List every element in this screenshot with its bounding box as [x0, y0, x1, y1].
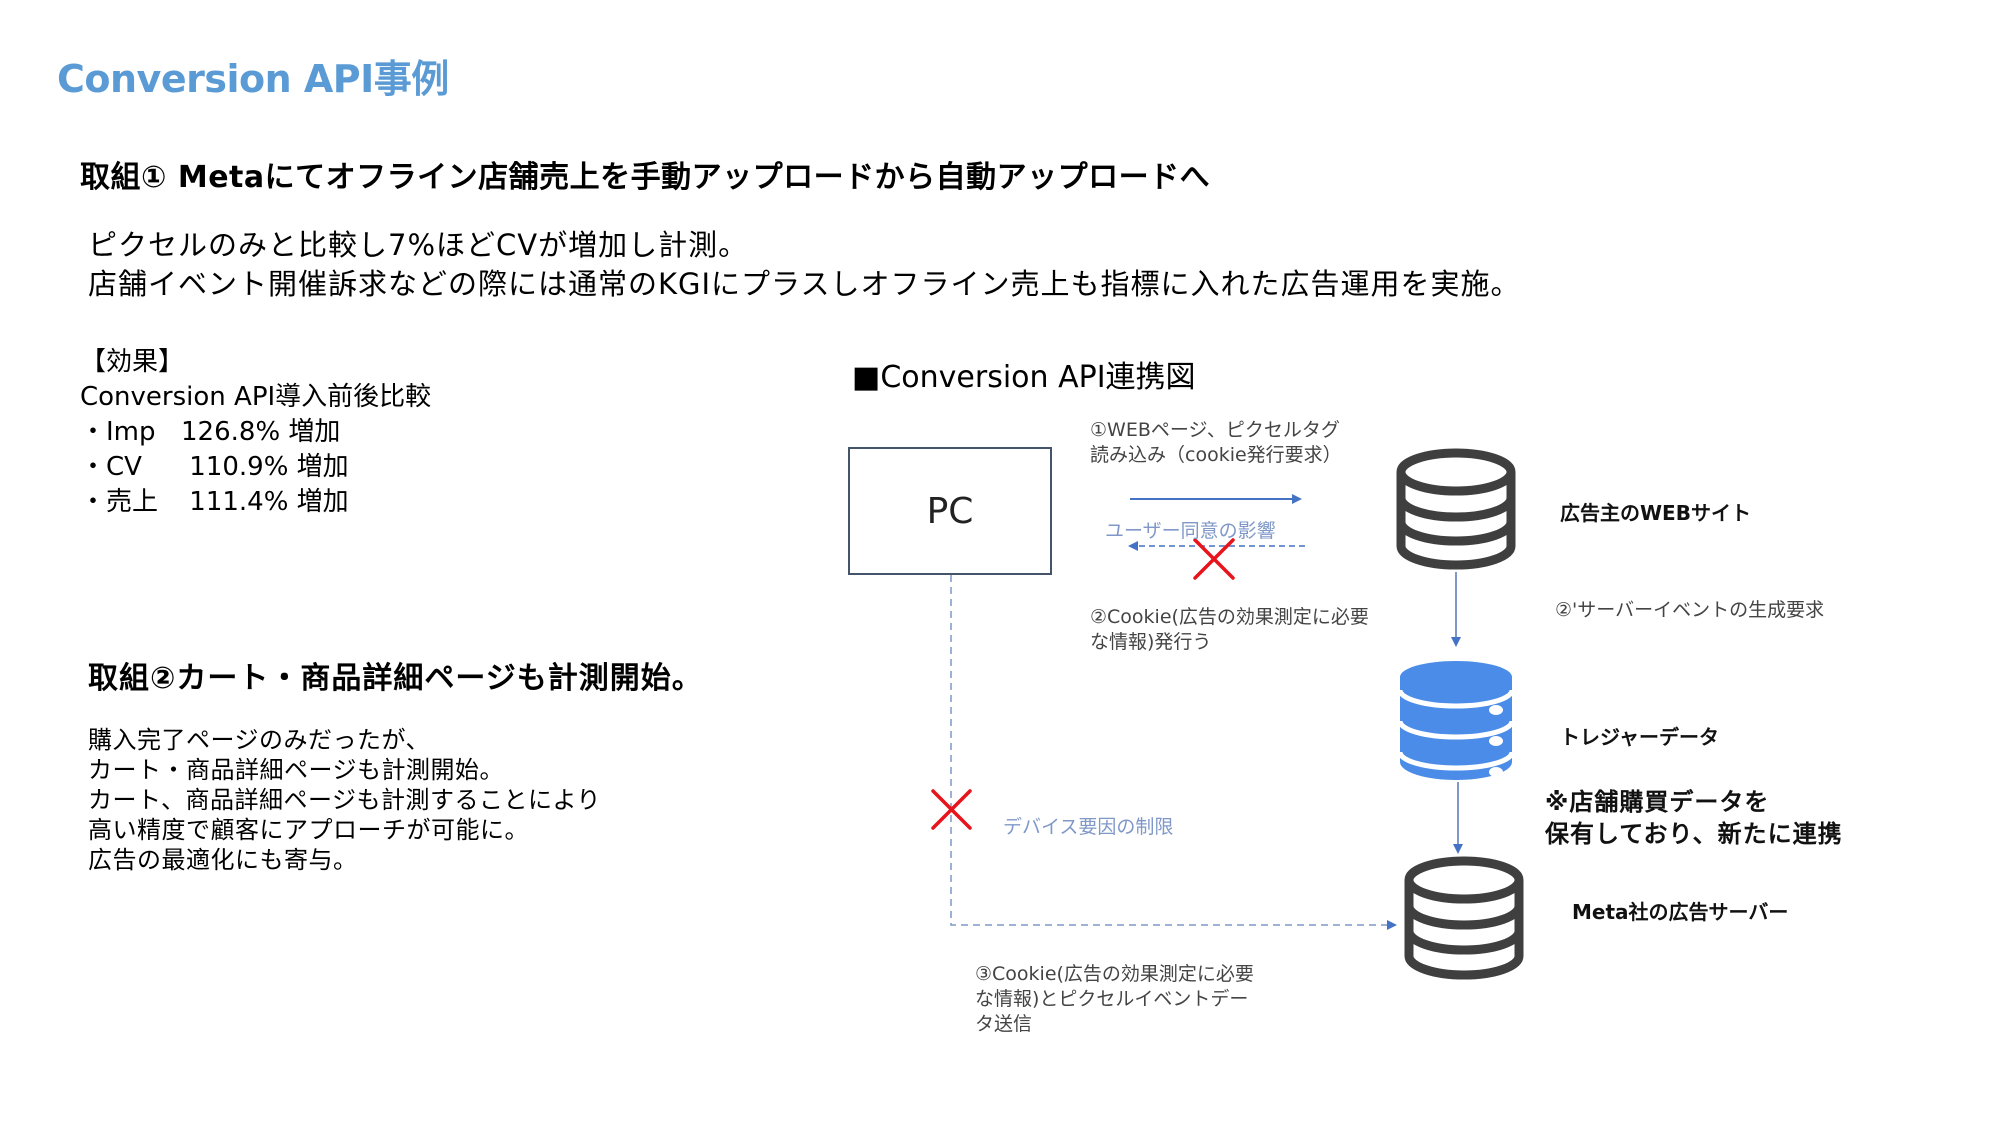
metric-name: CV	[106, 452, 142, 482]
metric-row: ・ Imp 126.8% 増加	[80, 415, 431, 450]
metric-value: 110.9% 増加	[181, 452, 349, 482]
metric-row: ・ 売上 111.4% 増加	[80, 485, 431, 520]
effect-label: 【効果】	[80, 347, 185, 377]
step3-line: な情報)とピクセルイベントデー	[975, 988, 1249, 1010]
step3-line: ③Cookie(広告の効果測定に必要	[975, 963, 1254, 985]
diagram-title: ■Conversion API連携図	[852, 360, 1196, 395]
step2b-label: ②'サーバーイベントの生成要求	[1555, 599, 1825, 621]
metric-bullet: ・	[80, 452, 107, 482]
website-label: 広告主のWEBサイト	[1560, 501, 1751, 525]
initiative1-heading: 取組① Metaにてオフライン店舗売上を手動アップロードから自動アップロードへ	[80, 160, 1211, 195]
initiative1-summary: ピクセルのみと比較し7%ほどCVが増加し計測。 店舗イベント開催訴求などの際には…	[88, 226, 1520, 304]
page-title: Conversion API事例	[57, 57, 449, 101]
metric-row: ・ CV 110.9% 増加	[80, 450, 431, 485]
step1-line: 読み込み（cookie発行要求）	[1090, 444, 1342, 466]
body-line: 高い精度で顧客にアプローチが可能に。	[88, 816, 529, 844]
device-limit-label: デバイス要因の制限	[1003, 816, 1174, 838]
summary-line: ピクセルのみと比較し7%ほどCVが増加し計測。	[88, 228, 749, 262]
metric-name: Imp	[106, 417, 156, 447]
summary-line: 店舗イベント開催訴求などの際には通常のKGIにプラスしオフライン売上も指標に入れ…	[88, 267, 1521, 301]
step3-label: ③Cookie(広告の効果測定に必要 な情報)とピクセルイベントデー タ送信	[975, 962, 1254, 1037]
note-line: ※店舗購買データを	[1545, 788, 1770, 816]
metric-bullet: ・	[80, 417, 107, 447]
treasure-data-database-icon	[1397, 661, 1515, 780]
consent-label: ユーザー同意の影響	[1105, 520, 1276, 542]
pc-label: PC	[926, 490, 974, 532]
store-data-note: ※店舗購買データを 保有しており、新たに連携	[1545, 786, 1843, 850]
website-database-icon	[1396, 448, 1516, 570]
metric-name: 売上	[106, 487, 159, 517]
effect-subtitle: Conversion API導入前後比較	[80, 382, 432, 412]
step2-line: な情報)発行う	[1090, 631, 1212, 653]
body-line: カート、商品詳細ページも計測することにより	[88, 786, 602, 814]
pc-node: PC	[848, 447, 1052, 575]
step3-line: タ送信	[975, 1013, 1033, 1035]
step1-line: ①WEBページ、ピクセルタグ	[1090, 419, 1340, 441]
body-line: 購入完了ページのみだったが、	[88, 726, 431, 754]
step2-label: ②Cookie(広告の効果測定に必要 な情報)発行う	[1090, 605, 1369, 655]
arrow-pc-to-meta-dashed	[950, 575, 1397, 930]
device-blocked-x-icon	[931, 789, 972, 830]
treasure-data-label: トレジャーデータ	[1560, 725, 1719, 749]
step2-line: ②Cookie(広告の効果測定に必要	[1090, 606, 1369, 628]
metric-value: 111.4% 増加	[181, 487, 349, 517]
metric-value: 126.8% 増加	[181, 417, 341, 447]
body-line: 広告の最適化にも寄与。	[88, 846, 358, 874]
note-line: 保有しており、新たに連携	[1545, 820, 1843, 848]
blocked-x-icon	[1193, 538, 1235, 580]
step1-label: ①WEBページ、ピクセルタグ 読み込み（cookie発行要求）	[1090, 418, 1342, 468]
meta-ad-server-label: Meta社の広告サーバー	[1572, 900, 1789, 924]
initiative2-body: 購入完了ページのみだったが、 カート・商品詳細ページも計測開始。 カート、商品詳…	[88, 725, 601, 875]
metric-bullet: ・	[80, 487, 107, 517]
effect-block: 【効果】 Conversion API導入前後比較 ・ Imp 126.8% 増…	[80, 345, 431, 520]
meta-ad-server-database-icon	[1404, 856, 1524, 980]
initiative2-heading: 取組②カート・商品詳細ページも計測開始。	[88, 661, 703, 696]
body-line: カート・商品詳細ページも計測開始。	[88, 756, 505, 784]
